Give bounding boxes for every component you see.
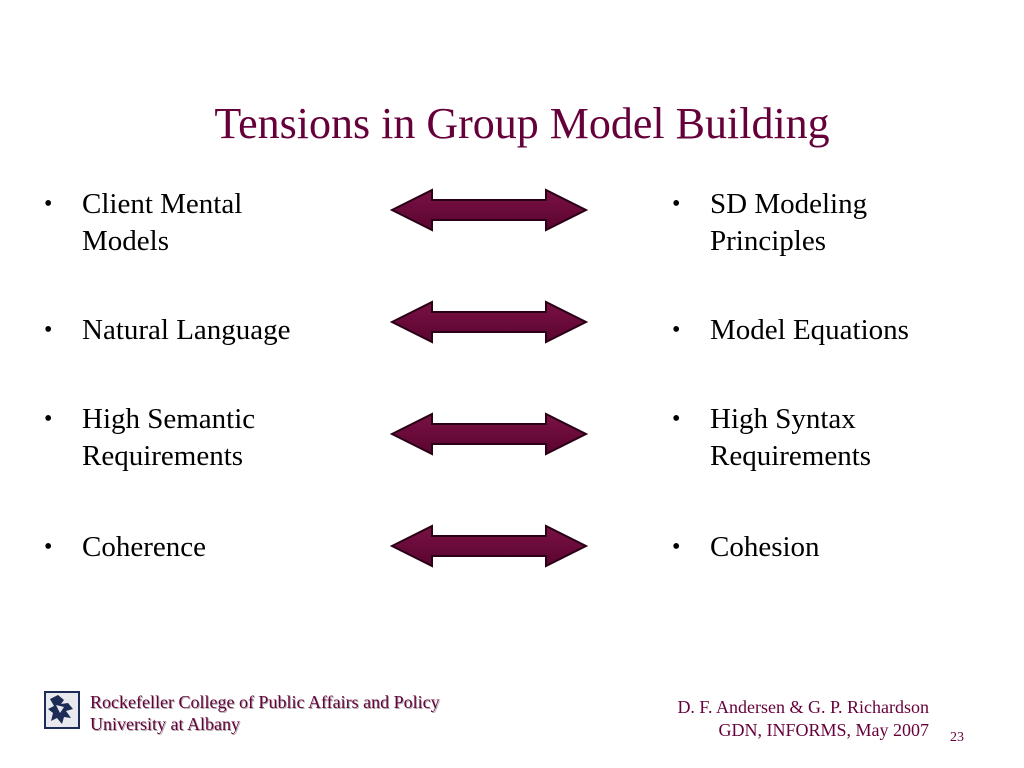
- university-logo-icon: [44, 691, 80, 729]
- double-headed-arrow-icon: [389, 524, 589, 568]
- bullet-text: SD Modeling Principles: [710, 188, 868, 257]
- bullet-dot: •: [44, 317, 53, 343]
- bullet-item-high-syntax-requirements: • High Syntax Requirements: [670, 401, 1010, 475]
- university-name: University at Albany: [90, 714, 240, 734]
- bullet-item-cohesion: • Cohesion: [670, 529, 1010, 566]
- bullet-item-high-semantic-requirements: • High Semantic Requirements: [42, 401, 382, 475]
- double-headed-arrow-icon: [389, 300, 589, 344]
- bullet-text: Coherence: [82, 531, 206, 563]
- bullet-dot: •: [44, 534, 53, 560]
- bullet-dot: •: [672, 191, 681, 217]
- bullet-dot: •: [672, 317, 681, 343]
- bullet-dot: •: [44, 406, 53, 432]
- bullet-dot: •: [44, 191, 53, 217]
- bullet-text: High Semantic Requirements: [82, 403, 256, 472]
- bullet-item-natural-language: • Natural Language: [42, 312, 382, 349]
- bullet-item-client-mental-models: • Client Mental Models: [42, 186, 382, 260]
- bullet-dot: •: [672, 406, 681, 432]
- bullet-item-coherence: • Coherence: [42, 529, 382, 566]
- bullet-text: Model Equations: [710, 314, 909, 346]
- slide-number: 23: [950, 730, 964, 745]
- footer-authors: D. F. Andersen & G. P. Richardson GDN, I…: [677, 696, 929, 742]
- bullet-text: Natural Language: [82, 314, 291, 346]
- slide-title: Tensions in Group Model Building: [214, 99, 830, 148]
- footer-institution: Rockefeller College of Public Affairs an…: [90, 691, 440, 735]
- institution-name: Rockefeller College of Public Affairs an…: [90, 692, 440, 712]
- bullet-item-sd-modeling-principles: • SD Modeling Principles: [670, 186, 1010, 260]
- bullet-item-model-equations: • Model Equations: [670, 312, 1010, 349]
- bullet-dot: •: [672, 534, 681, 560]
- conference-date: GDN, INFORMS, May 2007: [718, 720, 929, 740]
- bullet-text: Cohesion: [710, 531, 820, 563]
- double-headed-arrow-icon: [389, 188, 589, 232]
- bullet-text: Client Mental Models: [82, 188, 243, 257]
- double-headed-arrow-icon: [389, 412, 589, 456]
- authors-names: D. F. Andersen & G. P. Richardson: [677, 697, 929, 717]
- bullet-text: High Syntax Requirements: [710, 403, 872, 472]
